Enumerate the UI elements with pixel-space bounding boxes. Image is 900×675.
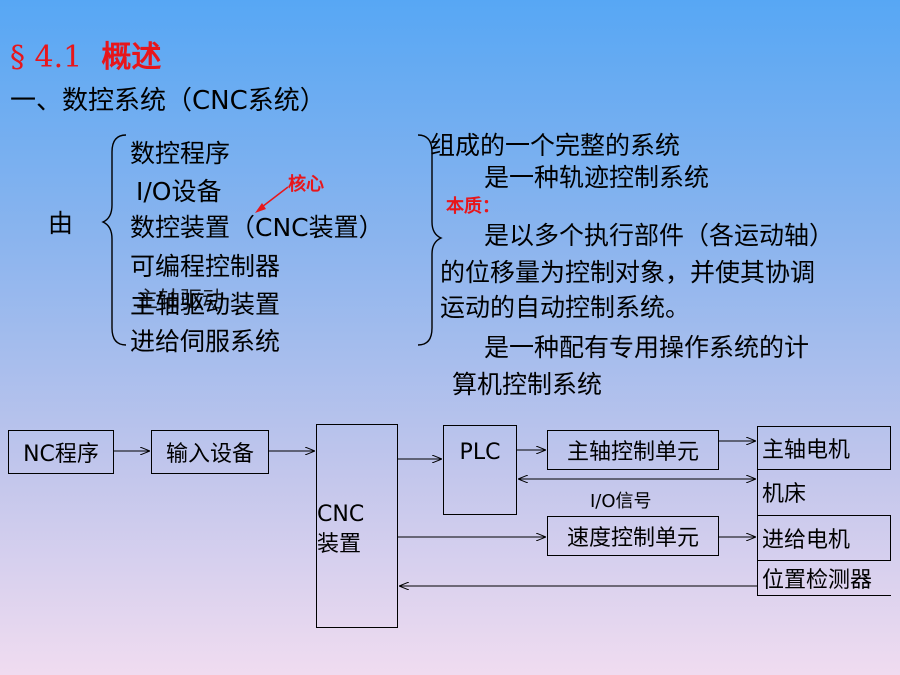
position-detector-label: 位置检测器: [762, 568, 873, 593]
composition-prefix: 由: [48, 209, 74, 238]
section-title: § 4.1 概述: [10, 32, 161, 76]
list-item-program: 数控程序: [130, 139, 231, 168]
plc-box: PLC: [443, 425, 517, 515]
desc-line-7: 算机控制系统: [452, 370, 603, 399]
essence-label: 本质：: [446, 196, 500, 217]
speed-control-box: 速度控制单元: [547, 516, 719, 556]
section-number: § 4.1: [10, 40, 83, 75]
spindle-motor-label: 主轴电机: [762, 438, 851, 463]
desc-line-5: 运动的自动控制系统。: [440, 293, 691, 322]
position-detector-box: 位置检测器: [757, 560, 891, 596]
subheading: 一、数控系统（CNC系统）: [10, 86, 326, 116]
list-item-plc: 可编程控制器: [130, 252, 281, 281]
cnc-device-box: CNC 装置: [316, 424, 398, 628]
spindle-control-box: 主轴控制单元: [547, 430, 719, 470]
input-device-label: 输入设备: [165, 442, 254, 467]
list-item-spindle-drive: 主轴驱动装置: [130, 290, 281, 319]
feed-motor-box: 进给电机: [757, 515, 891, 561]
feed-motor-label: 进给电机: [762, 528, 851, 553]
desc-line-1: 组成的一个完整的系统: [430, 131, 681, 160]
list-item-feed-servo: 进给伺服系统: [130, 327, 281, 356]
machine-tool-box: 机床: [757, 469, 891, 515]
cnc-label-line2: 装置: [317, 532, 362, 557]
desc-line-6: 是一种配有专用操作系统的计: [484, 333, 810, 362]
io-signal-label: I/O信号: [590, 491, 652, 512]
list-item-overlap-text: 主轴驱动: [136, 288, 225, 313]
desc-line-3: 是以多个执行部件（各运动轴）: [484, 221, 835, 250]
plc-label: PLC: [459, 440, 501, 465]
machine-tool-label: 机床: [762, 482, 807, 507]
list-item-cnc-device: 数控装置（CNC装置）: [130, 213, 384, 242]
desc-line-2: 是一种轨迹控制系统: [484, 163, 710, 192]
nc-program-label: NC程序: [23, 442, 99, 467]
section-heading: 概述: [101, 40, 162, 75]
desc-line-4: 的位移量为控制对象，并使其协调: [440, 258, 816, 287]
spindle-control-label: 主轴控制单元: [566, 440, 699, 465]
speed-control-label: 速度控制单元: [566, 526, 699, 551]
input-device-box: 输入设备: [151, 430, 269, 474]
spindle-motor-box: 主轴电机: [757, 426, 891, 470]
cnc-label-line1: CNC: [317, 502, 365, 527]
list-item-io: I/O设备: [136, 177, 222, 206]
nc-program-box: NC程序: [8, 430, 114, 474]
core-label: 核心: [288, 174, 324, 195]
